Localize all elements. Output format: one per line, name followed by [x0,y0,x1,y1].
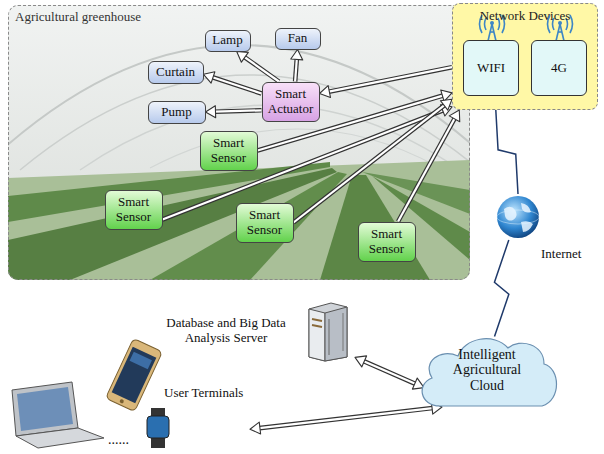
network-box: WIFI [463,40,519,96]
node-label: Database and Big Data Analysis Server [155,316,297,346]
device-box: Fan [275,28,321,50]
arrow-head [440,99,452,110]
node-label: Smart Actuator [267,87,315,116]
actuator-box: Smart Actuator [262,82,320,122]
device-box: Lamp [205,30,251,52]
arrow-head [320,86,331,98]
arrow-head [291,50,303,60]
arrow-outline [398,118,455,221]
node-label: Fan [288,31,308,45]
arrow-body [244,57,278,81]
arrow-outline [244,57,278,81]
server-icon [301,299,353,363]
ellipsis-label: ...... [108,432,129,448]
network-box: 4G [531,40,587,96]
node-label: Intelligent Agricultural Cloud [446,347,528,393]
greenhouse-photo [8,5,470,280]
network-panel: Network DevicesWIFI 4G [452,3,598,110]
region-heading: Network Devices [453,8,597,24]
arrow-outline [364,361,416,384]
arrow-outline [295,59,297,82]
arrow-head [355,356,367,367]
arrow-outline [259,408,432,428]
node-label: Smart Sensor [241,208,289,237]
internet-globe: Internet [495,194,541,240]
hollow-arrow [206,106,262,118]
globe-icon [495,194,541,240]
sensor-box: Smart Sensor [236,203,294,243]
hollow-arrow [398,110,460,222]
node-label: Internet [541,246,581,262]
arrow-body [213,77,262,93]
server-node: Database and Big Data Analysis Server [155,298,355,364]
wireless-link [494,240,508,337]
link-line [494,240,508,337]
arrow-outline [215,110,262,111]
node-label: Smart Sensor [205,136,253,165]
terminals-node: User Terminals [8,338,250,452]
arrow-head [204,72,215,83]
sensor-box: Smart Sensor [358,222,416,262]
arrow-body [215,110,262,111]
arrow-body [295,59,297,82]
node-label: WIFI [477,61,505,75]
hollow-arrow [237,52,279,82]
node-label: Curtain [156,65,195,79]
greenhouse-region: Agricultural greenhouseLamp FanCurtainPum… [8,5,470,280]
arrow-head [449,110,460,122]
arrow-outline [294,105,445,222]
node-label: 4G [551,61,567,75]
arrow-outline [329,67,452,91]
hollow-arrow [204,72,262,94]
device-box: Pump [148,101,206,124]
arrow-body [294,105,445,222]
arrow-body [364,361,416,384]
cloud-node: Intelligent Agricultural Cloud [412,326,562,414]
node-label: Smart Sensor [363,227,411,256]
arrow-outline [213,77,262,93]
hollow-arrow [320,67,453,97]
hollow-arrow [291,50,303,82]
region-heading: Agricultural greenhouse [9,6,469,28]
arrow-head [250,422,261,434]
node-label: Lamp [212,33,242,47]
link-line [496,110,518,194]
hollow-arrow [250,402,442,434]
sensor-box: Smart Sensor [200,131,258,171]
node-label: Smart Sensor [110,195,158,224]
arrow-body [259,408,432,428]
wireless-link [496,110,518,194]
sensor-box: Smart Sensor [105,190,163,230]
arrow-body [329,67,452,91]
node-label: Pump [161,105,191,119]
arrow-head [237,52,249,63]
arrow-body [398,118,455,221]
node-label: User Terminals [164,385,243,401]
arrow-body [163,110,444,219]
device-box: Curtain [148,61,204,84]
arrow-outline [163,110,444,219]
hollow-arrow [355,356,424,389]
arrow-head [206,106,216,118]
